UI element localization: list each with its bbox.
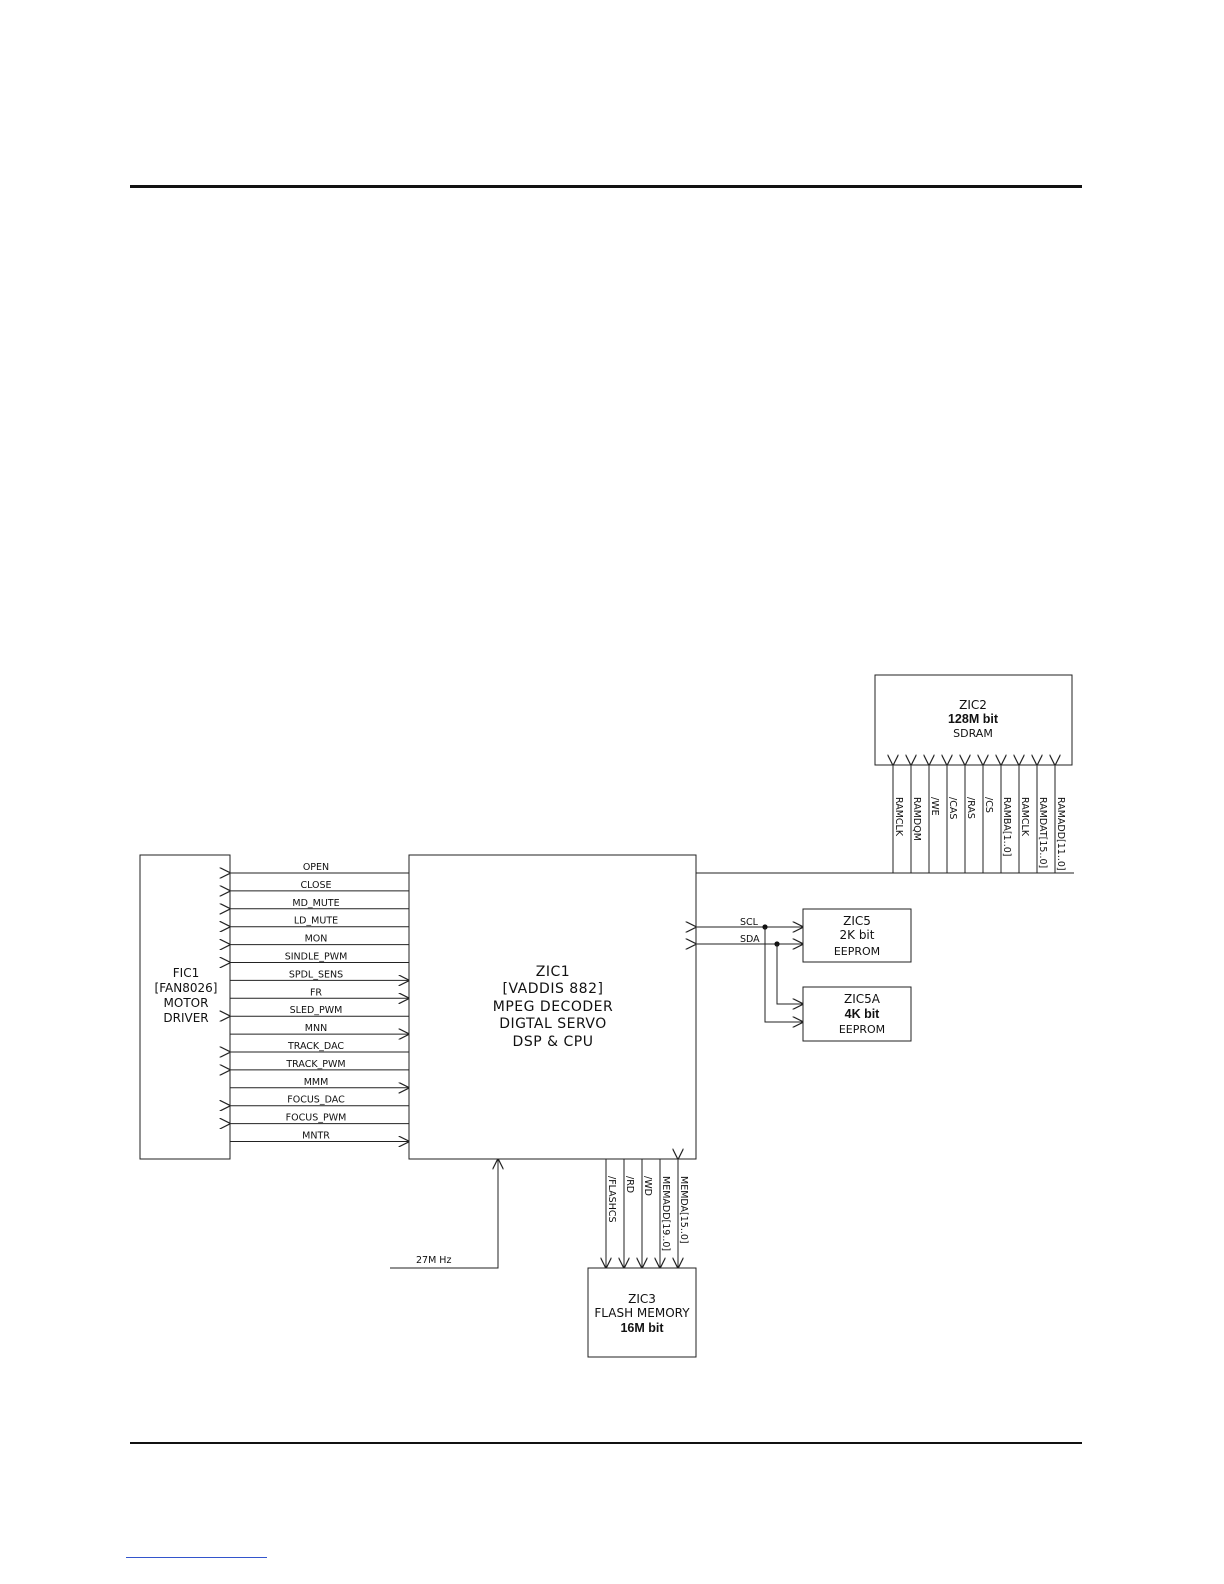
motor-signal-label: TRACK_PWM [285,1059,345,1070]
motor-signal-label: FOCUS_DAC [287,1095,345,1106]
motor-signal-label: CLOSE [300,880,331,891]
i2c-bus: SCL SDA [696,917,803,1022]
motor-signal-label: OPEN [303,862,329,873]
motor-signal-label: LD_MUTE [294,916,338,927]
zic3-name: ZIC3 [628,1292,656,1306]
motor-signal-label: MNN [305,1023,327,1034]
sda-label: SDA [740,934,760,945]
footer-rule [130,1442,1082,1444]
clock-label: 27M Hz [416,1255,451,1266]
flash-signal-label: MEMADD[19..0] [660,1176,671,1251]
sdram-signal-label: /CAS [947,797,958,819]
fic1-func1: MOTOR [164,996,209,1010]
fic1-name: FIC1 [173,966,199,980]
zic5a-type: EEPROM [839,1023,885,1036]
motor-signal-label: FR [310,987,322,998]
sdram-signal-label: /CS [983,797,994,813]
zic2-type: SDRAM [953,727,993,740]
motor-signal-label: MON [305,934,328,945]
zic1-func3: DSP & CPU [513,1034,594,1050]
zic5-name: ZIC5 [843,914,871,928]
zic3-block: ZIC3 FLASH MEMORY 16M bit [587,1267,697,1358]
motor-signal-bus: OPEN CLOSE MD_MUTE LD_MUTE MON SINDLE_PWM SPDL… [230,862,409,1142]
sdram-signal-label: RAMADD[11..0] [1055,797,1066,871]
flash-signal-label: /WD [642,1176,653,1196]
scl-to-zic5a [764,927,803,1022]
sdram-signal-label: RAMDAT[15..0] [1037,797,1048,868]
zic5a-name: ZIC5A [844,992,881,1006]
flash-signal-label: /RD [624,1176,635,1193]
fic1-func2: DRIVER [163,1011,208,1025]
clock-input: 27M Hz [390,1159,498,1269]
motor-signal-label: SPDL_SENS [289,969,343,980]
sdram-signal-label: RAMCLK [893,797,904,837]
motor-signal-label: MNTR [302,1131,330,1142]
zic5-block: ZIC5 2K bit EEPROM [802,908,912,963]
zic2-size: 128M bit [948,712,999,726]
sdram-signal-label: /WE [929,797,940,816]
zic5-type: EEPROM [834,945,880,958]
zic1-block: ZIC1 [VADDIS 882] MPEG DECODER DIGTAL SE… [408,854,697,1160]
scl-label: SCL [740,917,759,928]
zic2-block: ZIC2 128M bit SDRAM [874,674,1073,766]
motor-signal-label: MMM [304,1077,329,1088]
sdram-signal-bus: RAMCLK RAMDQM/WE/CAS/RAS/CS RAMBA[1..0] RAM… [696,765,1074,874]
zic3-size: 16M bit [620,1321,664,1335]
zic5-size: 2K bit [840,928,875,942]
flash-signal-label: /FLASHCS [606,1176,617,1223]
motor-signal-label: FOCUS_PWM [286,1113,347,1124]
zic5a-size: 4K bit [845,1007,881,1021]
motor-signal-label: TRACK_DAC [287,1041,344,1052]
zic1-func2: DIGTAL SERVO [499,1016,607,1032]
zic1-name: ZIC1 [536,964,570,980]
fic1-part: [FAN8026] [155,981,218,995]
zic1-func1: MPEG DECODER [493,999,613,1015]
zic2-name: ZIC2 [959,698,987,712]
motor-signal-label: SLED_PWM [290,1005,343,1016]
flash-signal-label: MEMDA[15..0] [678,1176,689,1244]
header-rule [130,185,1082,188]
zic5a-block: ZIC5A 4K bit EEPROM [802,986,912,1042]
fic1-block: FIC1 [FAN8026] MOTOR DRIVER [139,854,231,1160]
sdram-signal-label: RAMDQM [911,797,922,841]
sdram-signal-label: /RAS [965,797,976,819]
sdram-signal-label: RAMBA[1..0] [1001,797,1012,856]
page-mark-line [126,1557,267,1558]
motor-signal-label: SINDLE_PWM [285,952,348,963]
motor-signal-label: MD_MUTE [292,898,339,909]
flash-signal-bus: /FLASHCS/RD/WD MEMADD[19..0] MEMDA[15..0] [606,1159,689,1268]
zic1-part: [VADDIS 882] [503,981,604,997]
zic3-type: FLASH MEMORY [594,1306,690,1320]
clock-line [390,1159,498,1269]
sda-to-zic5a [776,944,803,1004]
sdram-signal-label: RAMCLK [1019,797,1030,837]
